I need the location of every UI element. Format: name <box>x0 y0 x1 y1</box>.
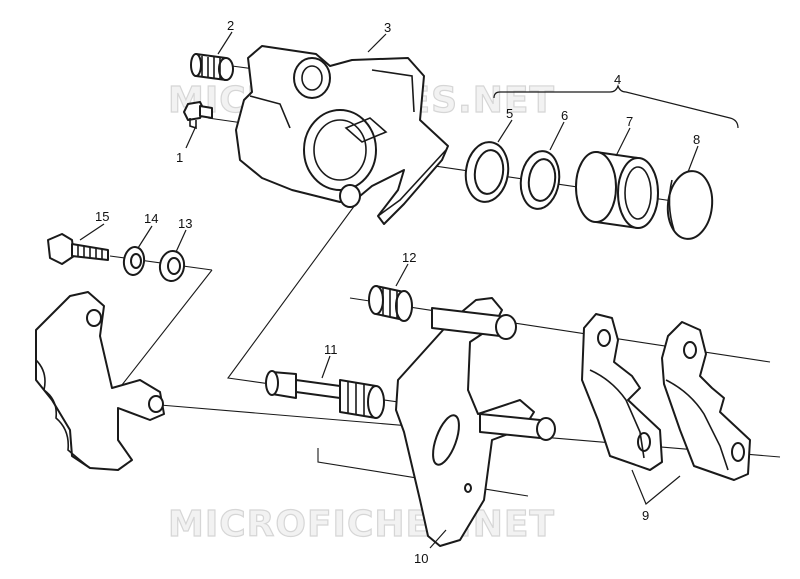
caliper-bracket-part <box>395 297 556 547</box>
brake-pad-outer-part <box>661 321 751 481</box>
centerline-upper-pin <box>349 297 771 363</box>
brake-pad-inner-part <box>581 313 663 471</box>
mounting-arm-part <box>35 291 165 471</box>
piston-part <box>575 151 659 229</box>
callout-2: 2 <box>227 18 234 33</box>
callout-8: 8 <box>693 132 700 147</box>
leader-lines <box>79 31 699 549</box>
callout-14: 14 <box>144 211 158 226</box>
lock-washer-part <box>122 246 146 276</box>
callout-labels: 2 3 4 1 5 6 7 8 15 14 13 12 11 9 10 <box>95 18 700 566</box>
callout-15: 15 <box>95 209 109 224</box>
boot-upper-part <box>368 285 413 322</box>
centerline-bolt-drop <box>117 269 213 391</box>
flat-washer-part <box>158 250 186 282</box>
callout-7: 7 <box>626 114 633 129</box>
watermark-bottom: MICROFICHES.NET <box>168 504 555 545</box>
slide-pin-part <box>265 370 385 419</box>
callout-11: 11 <box>324 342 338 357</box>
bleeder-cap-part <box>190 53 234 81</box>
seal-ring-part <box>464 141 510 203</box>
callout-12: 12 <box>402 250 416 265</box>
mounting-bolt-part <box>47 233 109 265</box>
callout-13: 13 <box>178 216 192 231</box>
callout-5: 5 <box>506 106 513 121</box>
callout-3: 3 <box>384 20 391 35</box>
callout-9: 9 <box>642 508 649 523</box>
callout-4: 4 <box>614 72 621 87</box>
dust-ring-part <box>519 150 561 210</box>
callout-6: 6 <box>561 108 568 123</box>
callout-1: 1 <box>176 150 183 165</box>
caliper-body-part <box>235 45 449 225</box>
part4-group-bracket <box>493 84 739 129</box>
callout-10: 10 <box>414 551 428 566</box>
piston-cap-part <box>666 170 714 240</box>
bleeder-screw-part <box>183 101 213 130</box>
